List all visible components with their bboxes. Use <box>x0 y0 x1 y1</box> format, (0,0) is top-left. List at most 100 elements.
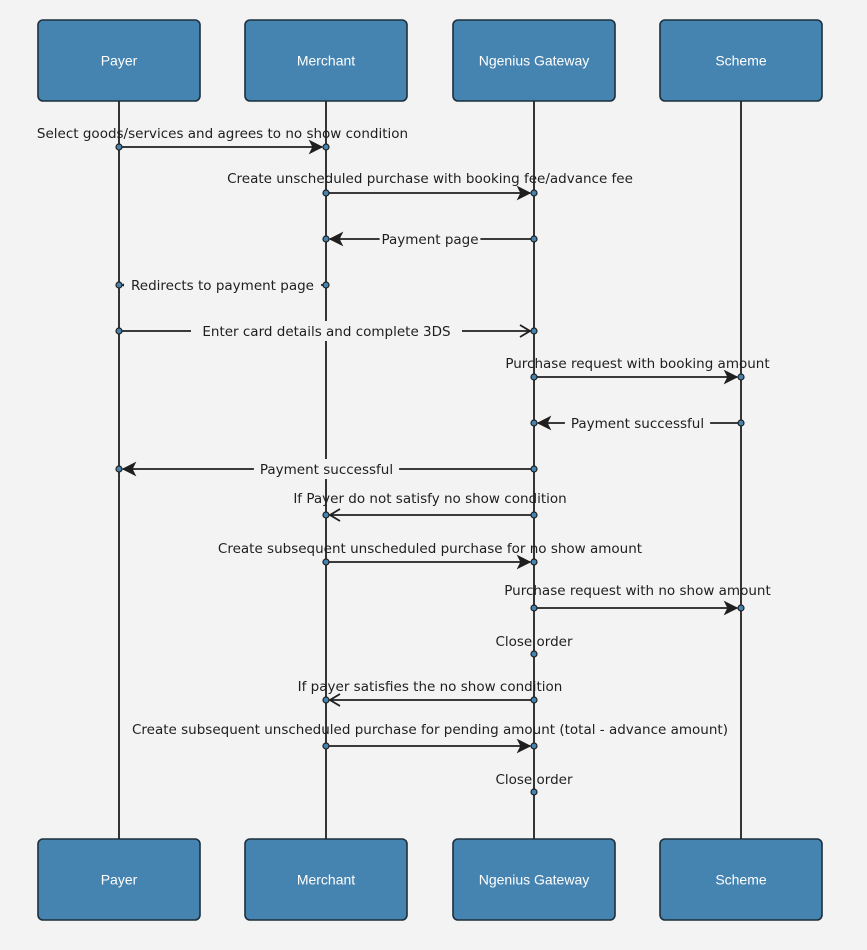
message-label: Payment successful <box>260 462 393 478</box>
anchor-dot <box>530 696 538 704</box>
actor-gateway-top: Ngenius Gateway <box>452 19 616 102</box>
anchor-dot <box>322 235 330 243</box>
actor-scheme-bottom: Scheme <box>659 838 823 921</box>
actor-label: Scheme <box>715 53 767 69</box>
anchor-dot <box>322 281 330 289</box>
actor-box <box>659 19 823 102</box>
message-2: Create unscheduled purchase with booking… <box>227 171 633 201</box>
message-label: Payment page <box>381 232 478 248</box>
message-11: Purchase request with no show amount <box>504 583 771 616</box>
anchor-dot <box>737 419 745 427</box>
anchor-dot <box>530 788 538 796</box>
message-13: If payer satisfies the no show condition <box>298 679 563 707</box>
message-12: Close order <box>495 634 573 658</box>
anchor-dot <box>530 558 538 566</box>
actor-box <box>37 838 201 921</box>
actor-box <box>244 838 408 921</box>
message-label: Close order <box>495 772 573 788</box>
message-label: Create subsequent unscheduled purchase f… <box>132 722 728 738</box>
arrowhead <box>516 185 532 201</box>
actor-label: Payer <box>101 53 138 69</box>
anchor-dot <box>322 696 330 704</box>
message-10: Create subsequent unscheduled purchase f… <box>218 541 642 570</box>
anchor-dot <box>737 373 745 381</box>
anchor-dot <box>530 373 538 381</box>
actor-label: Ngenius Gateway <box>479 872 590 888</box>
message-label: Enter card details and complete 3DS <box>202 324 450 340</box>
message-label: Close order <box>495 634 573 650</box>
arrowhead <box>516 554 532 570</box>
label-background <box>191 321 462 341</box>
arrowhead <box>723 369 739 385</box>
actor-label: Scheme <box>715 872 767 888</box>
message-5: Enter card details and complete 3DS <box>115 321 538 341</box>
anchor-dot <box>530 189 538 197</box>
arrowhead <box>723 600 739 616</box>
actor-label: Ngenius Gateway <box>479 53 590 69</box>
arrowhead <box>308 139 324 155</box>
message-label: Payment successful <box>571 416 704 432</box>
anchor-dot <box>322 189 330 197</box>
message-1: Select goods/services and agrees to no s… <box>37 126 408 155</box>
anchor-dot <box>322 558 330 566</box>
anchor-dot <box>115 465 123 473</box>
actor-label: Merchant <box>297 53 355 69</box>
actor-gateway-bottom: Ngenius Gateway <box>452 838 616 921</box>
anchor-dot <box>530 419 538 427</box>
anchor-dot <box>530 742 538 750</box>
message-9: If Payer do not satisfy no show conditio… <box>293 491 567 522</box>
message-3: Payment page <box>322 229 538 249</box>
anchor-dot <box>737 604 745 612</box>
actor-label: Merchant <box>297 872 355 888</box>
arrowhead <box>328 231 344 247</box>
anchor-dot <box>322 742 330 750</box>
anchor-dot <box>115 327 123 335</box>
anchor-dot <box>322 511 330 519</box>
message-label: Create subsequent unscheduled purchase f… <box>218 541 642 557</box>
label-background <box>379 229 481 249</box>
label-background <box>124 275 321 295</box>
message-label: Create unscheduled purchase with booking… <box>227 171 633 187</box>
actor-label: Payer <box>101 872 138 888</box>
actor-scheme-top: Scheme <box>659 19 823 102</box>
anchor-dot <box>530 465 538 473</box>
message-8: Payment successful <box>115 459 538 479</box>
message-15: Close order <box>495 772 573 796</box>
arrowhead <box>121 461 137 477</box>
actor-payer-top: Payer <box>37 19 201 102</box>
arrowhead <box>519 324 532 338</box>
message-7: Payment successful <box>530 413 745 433</box>
actor-payer-bottom: Payer <box>37 838 201 921</box>
message-6: Purchase request with booking amount <box>505 356 770 385</box>
message-label: Redirects to payment page <box>131 278 314 294</box>
actor-box <box>452 19 616 102</box>
message-label: If payer satisfies the no show condition <box>298 679 563 695</box>
anchor-dot <box>530 235 538 243</box>
actor-box <box>659 838 823 921</box>
actor-box <box>37 19 201 102</box>
actor-box <box>244 19 408 102</box>
message-label: Purchase request with no show amount <box>504 583 771 599</box>
label-background <box>564 413 711 433</box>
arrowhead <box>516 738 532 754</box>
anchor-dot <box>530 604 538 612</box>
arrowhead <box>328 693 341 707</box>
message-14: Create subsequent unscheduled purchase f… <box>132 722 728 754</box>
anchor-dot <box>530 511 538 519</box>
arrowhead <box>536 415 552 431</box>
label-background <box>253 459 400 479</box>
actor-box <box>452 838 616 921</box>
message-label: Purchase request with booking amount <box>505 356 769 372</box>
actor-merchant-bottom: Merchant <box>244 838 408 921</box>
arrowhead <box>328 508 341 522</box>
message-label: Select goods/services and agrees to no s… <box>37 126 408 142</box>
anchor-dot <box>322 143 330 151</box>
actor-merchant-top: Merchant <box>244 19 408 102</box>
message-label: If Payer do not satisfy no show conditio… <box>293 491 566 507</box>
anchor-dot <box>115 143 123 151</box>
anchor-dot <box>530 650 538 658</box>
anchor-dot <box>115 281 123 289</box>
anchor-dot <box>530 327 538 335</box>
message-4: Redirects to payment page <box>115 275 330 295</box>
